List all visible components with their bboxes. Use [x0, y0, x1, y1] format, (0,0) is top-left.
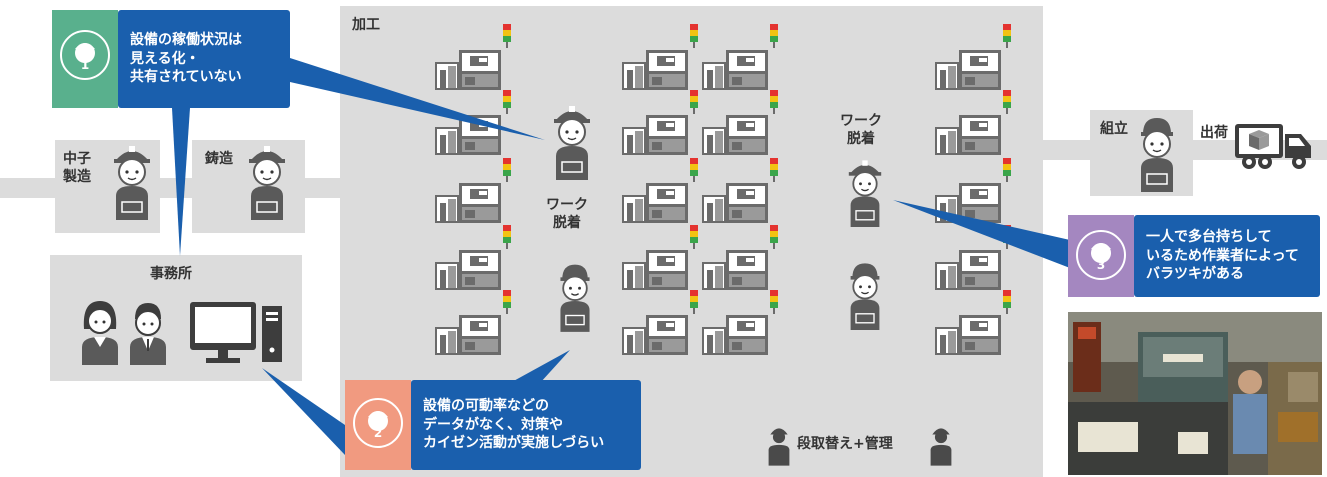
work-label-right: ワーク 脱着	[840, 113, 882, 148]
zone-chuzo	[192, 140, 305, 233]
callout-2-badge: 2	[353, 398, 403, 448]
callout-2-text-box: 設備の可動率などの データがなく、対策や カイゼン活動が実施しづらい	[411, 380, 641, 470]
callout-2-text: 設備の可動率などの データがなく、対策や カイゼン活動が実施しづらい	[423, 397, 605, 452]
callout-3-text: 一人で多台持ちして いるため作業者によって バラツキがある	[1146, 228, 1299, 283]
worker-face-icon: 1	[75, 43, 95, 72]
zone-label-kumitate: 組立	[1100, 121, 1128, 137]
callout-1-text: 設備の稼働状況は 見える化・ 共有されていない	[130, 31, 242, 86]
desktop-computer-icon	[190, 302, 282, 363]
setup-manage-label: 段取替え+管理	[797, 436, 893, 452]
worker-face-icon: 3	[1091, 243, 1111, 272]
work-label-left: ワーク 脱着	[546, 197, 588, 232]
zone-label-nakago: 中子 製造	[63, 151, 91, 186]
callout-1-text-box: 設備の稼働状況は 見える化・ 共有されていない	[118, 10, 290, 108]
truck-icon	[1235, 124, 1311, 169]
zone-label-chuzo: 鋳造	[205, 151, 233, 167]
factory-photo	[1068, 312, 1322, 475]
callout-1-badge: 1	[60, 30, 110, 80]
zone-label-kako: 加工	[352, 17, 380, 33]
callout-3-badge: 3	[1076, 230, 1126, 280]
svg-text:3: 3	[1097, 258, 1105, 272]
svg-text:1: 1	[81, 58, 89, 72]
svg-text:2: 2	[374, 426, 382, 440]
zone-label-jimusho: 事務所	[150, 266, 192, 282]
callout-3-text-box: 一人で多台持ちして いるため作業者によって バラツキがある	[1134, 215, 1320, 297]
zone-label-shukka: 出荷	[1200, 125, 1228, 141]
worker-face-icon: 2	[368, 411, 388, 440]
